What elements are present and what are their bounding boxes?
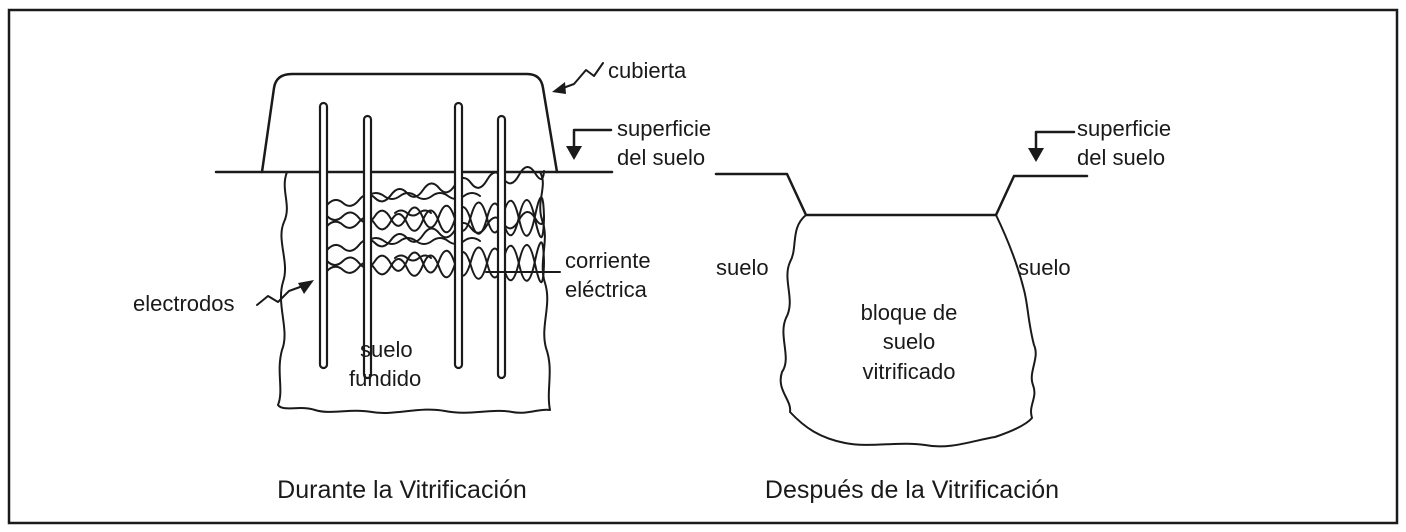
- electrode-rod: [362, 114, 373, 380]
- label-current-line1: corriente: [565, 248, 651, 273]
- label-soil-right: suelo: [1018, 255, 1071, 280]
- surface-arrowhead-icon: [1028, 148, 1044, 162]
- caption-during: Durante la Vitrificación: [277, 476, 527, 504]
- surface-leader-line: [572, 128, 613, 150]
- electrode-rod: [453, 101, 464, 370]
- label-soil-left: suelo: [716, 255, 769, 280]
- diagram-frame: [7, 8, 1399, 525]
- label-block-line3: vitrificado: [863, 359, 956, 384]
- electrode-rod: [496, 114, 507, 380]
- label-surface-line1: superficie: [1077, 116, 1171, 141]
- label-surface-line2: del suelo: [617, 145, 705, 170]
- electrode-rod: [318, 101, 329, 370]
- label-electrodes: electrodos: [133, 291, 235, 316]
- label-melt-line2: fundido: [349, 366, 421, 391]
- label-cover: cubierta: [608, 58, 687, 83]
- right-panel: superficie del suelo suelo suelo bloque …: [714, 116, 1171, 504]
- molten-soil-outline: [277, 171, 551, 414]
- cover-leader-line: [562, 62, 604, 89]
- label-melt-line1: suelo: [360, 337, 413, 362]
- surface-arrowhead-icon: [566, 146, 582, 160]
- electrodes: [318, 101, 507, 380]
- vitrified-block-outline: [779, 214, 1037, 448]
- label-block-line1: bloque de: [861, 300, 958, 325]
- electrodes-leader-line: [256, 286, 301, 306]
- cover-arrowhead-icon: [552, 82, 566, 94]
- label-surface-line1: superficie: [617, 116, 711, 141]
- label-current-line2: eléctrica: [565, 277, 648, 302]
- left-panel: cubierta superficie del suelo corriente …: [133, 58, 711, 504]
- label-block-line2: suelo: [883, 329, 936, 354]
- caption-after: Después de la Vitrificación: [765, 476, 1059, 504]
- electrodes-arrowhead-icon: [298, 280, 314, 294]
- surface-leader-line: [1034, 130, 1076, 152]
- excavation-profile: [714, 172, 1089, 217]
- label-surface-line2: del suelo: [1077, 145, 1165, 170]
- cover-hood: [260, 72, 559, 174]
